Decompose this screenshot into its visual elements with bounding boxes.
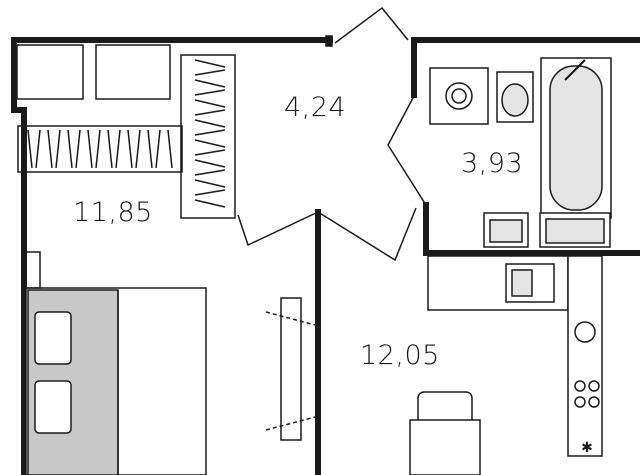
tv-stand [265, 297, 316, 441]
kitchen-area: 12,05 [360, 340, 440, 371]
pillow [34, 311, 72, 365]
pillow [34, 380, 72, 434]
windows [16, 35, 333, 100]
kitchen-door [317, 207, 417, 262]
hallway-area: 4,24 [284, 92, 347, 123]
bathroom-fixtures [429, 57, 612, 248]
living-wardrobe [17, 125, 183, 173]
fridge-icon: ✱ [581, 440, 593, 456]
window-left [16, 44, 84, 100]
window-right [95, 44, 171, 100]
dining-set [409, 391, 481, 475]
stove-burner [574, 380, 586, 392]
hallway-wardrobe [180, 54, 236, 219]
living-room-area: 11,85 [73, 197, 153, 228]
kitchen-cabinets [567, 255, 603, 457]
bed [25, 287, 207, 475]
dining-table [409, 419, 481, 475]
entry-door [334, 6, 409, 44]
bathroom-area: 3,93 [461, 148, 524, 179]
kitchen-fixtures: ✱ [427, 255, 603, 457]
bathroom-door [387, 95, 427, 206]
wall-niche [25, 251, 41, 289]
doors [237, 6, 427, 262]
washing-machine [429, 67, 489, 125]
living-door [237, 211, 319, 247]
walls [11, 37, 640, 475]
door-jamb [325, 35, 333, 47]
